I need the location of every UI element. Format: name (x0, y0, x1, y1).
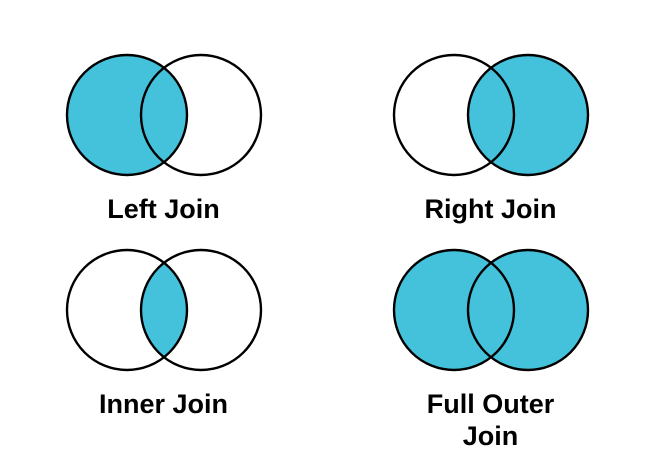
panel-left-join: Left Join (0, 0, 327, 237)
inner-join-label: Inner Join (98, 389, 228, 419)
panel-full-outer-join: Full Outer Join (327, 237, 654, 474)
panel-right-join: Right Join (327, 0, 654, 237)
venn-full-outer-join-diagram (392, 248, 589, 372)
venn-inner-join-diagram (65, 248, 262, 372)
full-outer-join-label: Full Outer Join (426, 389, 555, 452)
venn-right-join-diagram (392, 53, 589, 177)
venn-left-join-diagram (65, 53, 262, 177)
left-join-label: Left Join (107, 194, 220, 224)
right-join-label: Right Join (424, 194, 557, 224)
panel-inner-join: Inner Join (0, 237, 327, 474)
